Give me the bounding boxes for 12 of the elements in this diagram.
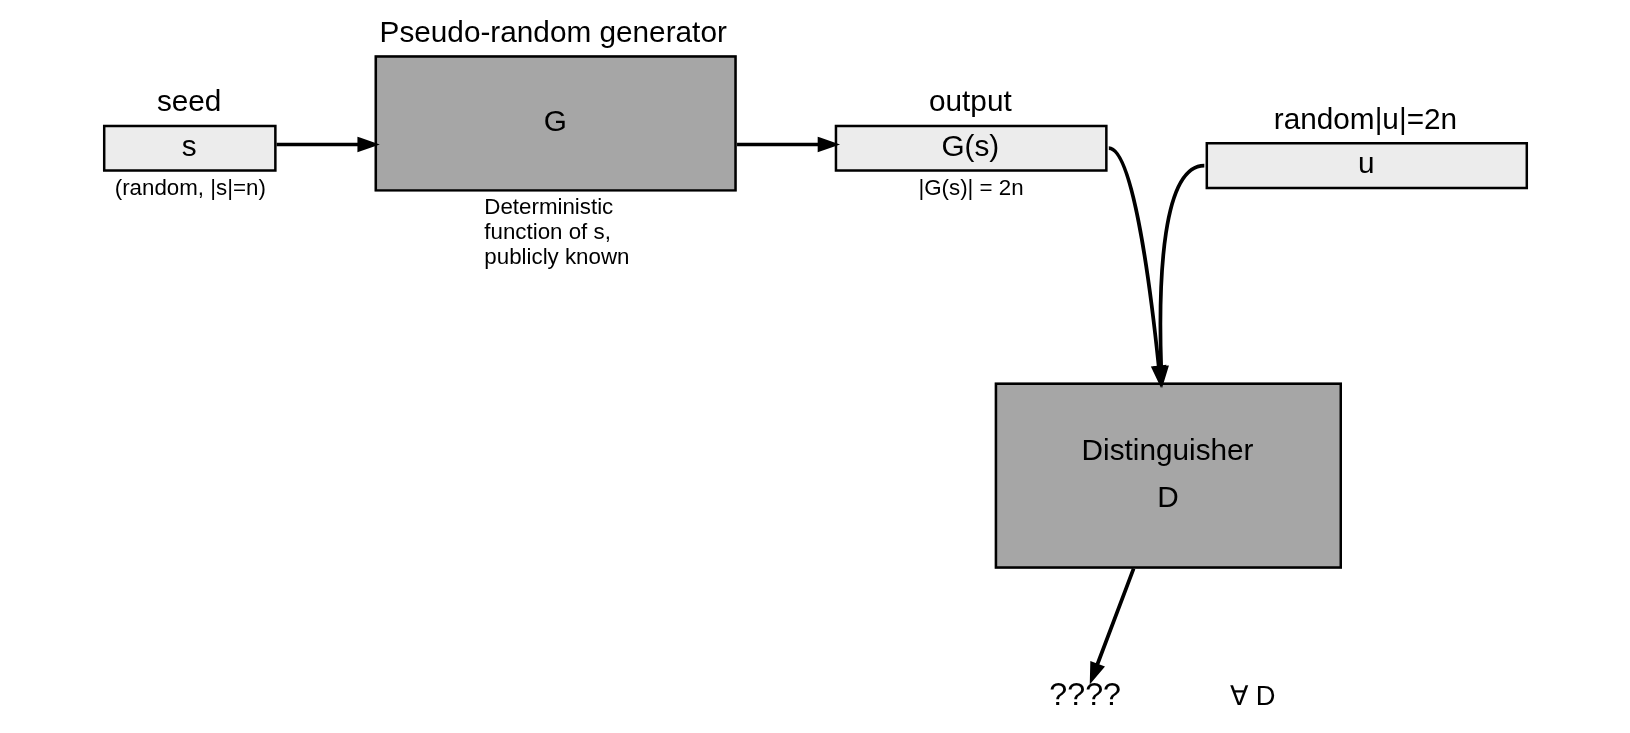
node-label: (random, |s|=n) (114, 174, 266, 200)
node-label: seed (156, 84, 221, 118)
node-label: Deterministic function of s, publicly known (483, 194, 629, 270)
node-label: |G(s)| = 2n (917, 174, 1024, 200)
node-label: output (928, 84, 1012, 118)
node-label: Pseudo-random generator (379, 14, 727, 48)
node-label: random|u|=2n (1273, 101, 1457, 135)
node-text: ???? (1048, 676, 1121, 713)
label: ∀ D (1229, 679, 1275, 711)
arrow (1089, 568, 1135, 685)
arrow (736, 136, 840, 153)
arrow (276, 136, 380, 153)
